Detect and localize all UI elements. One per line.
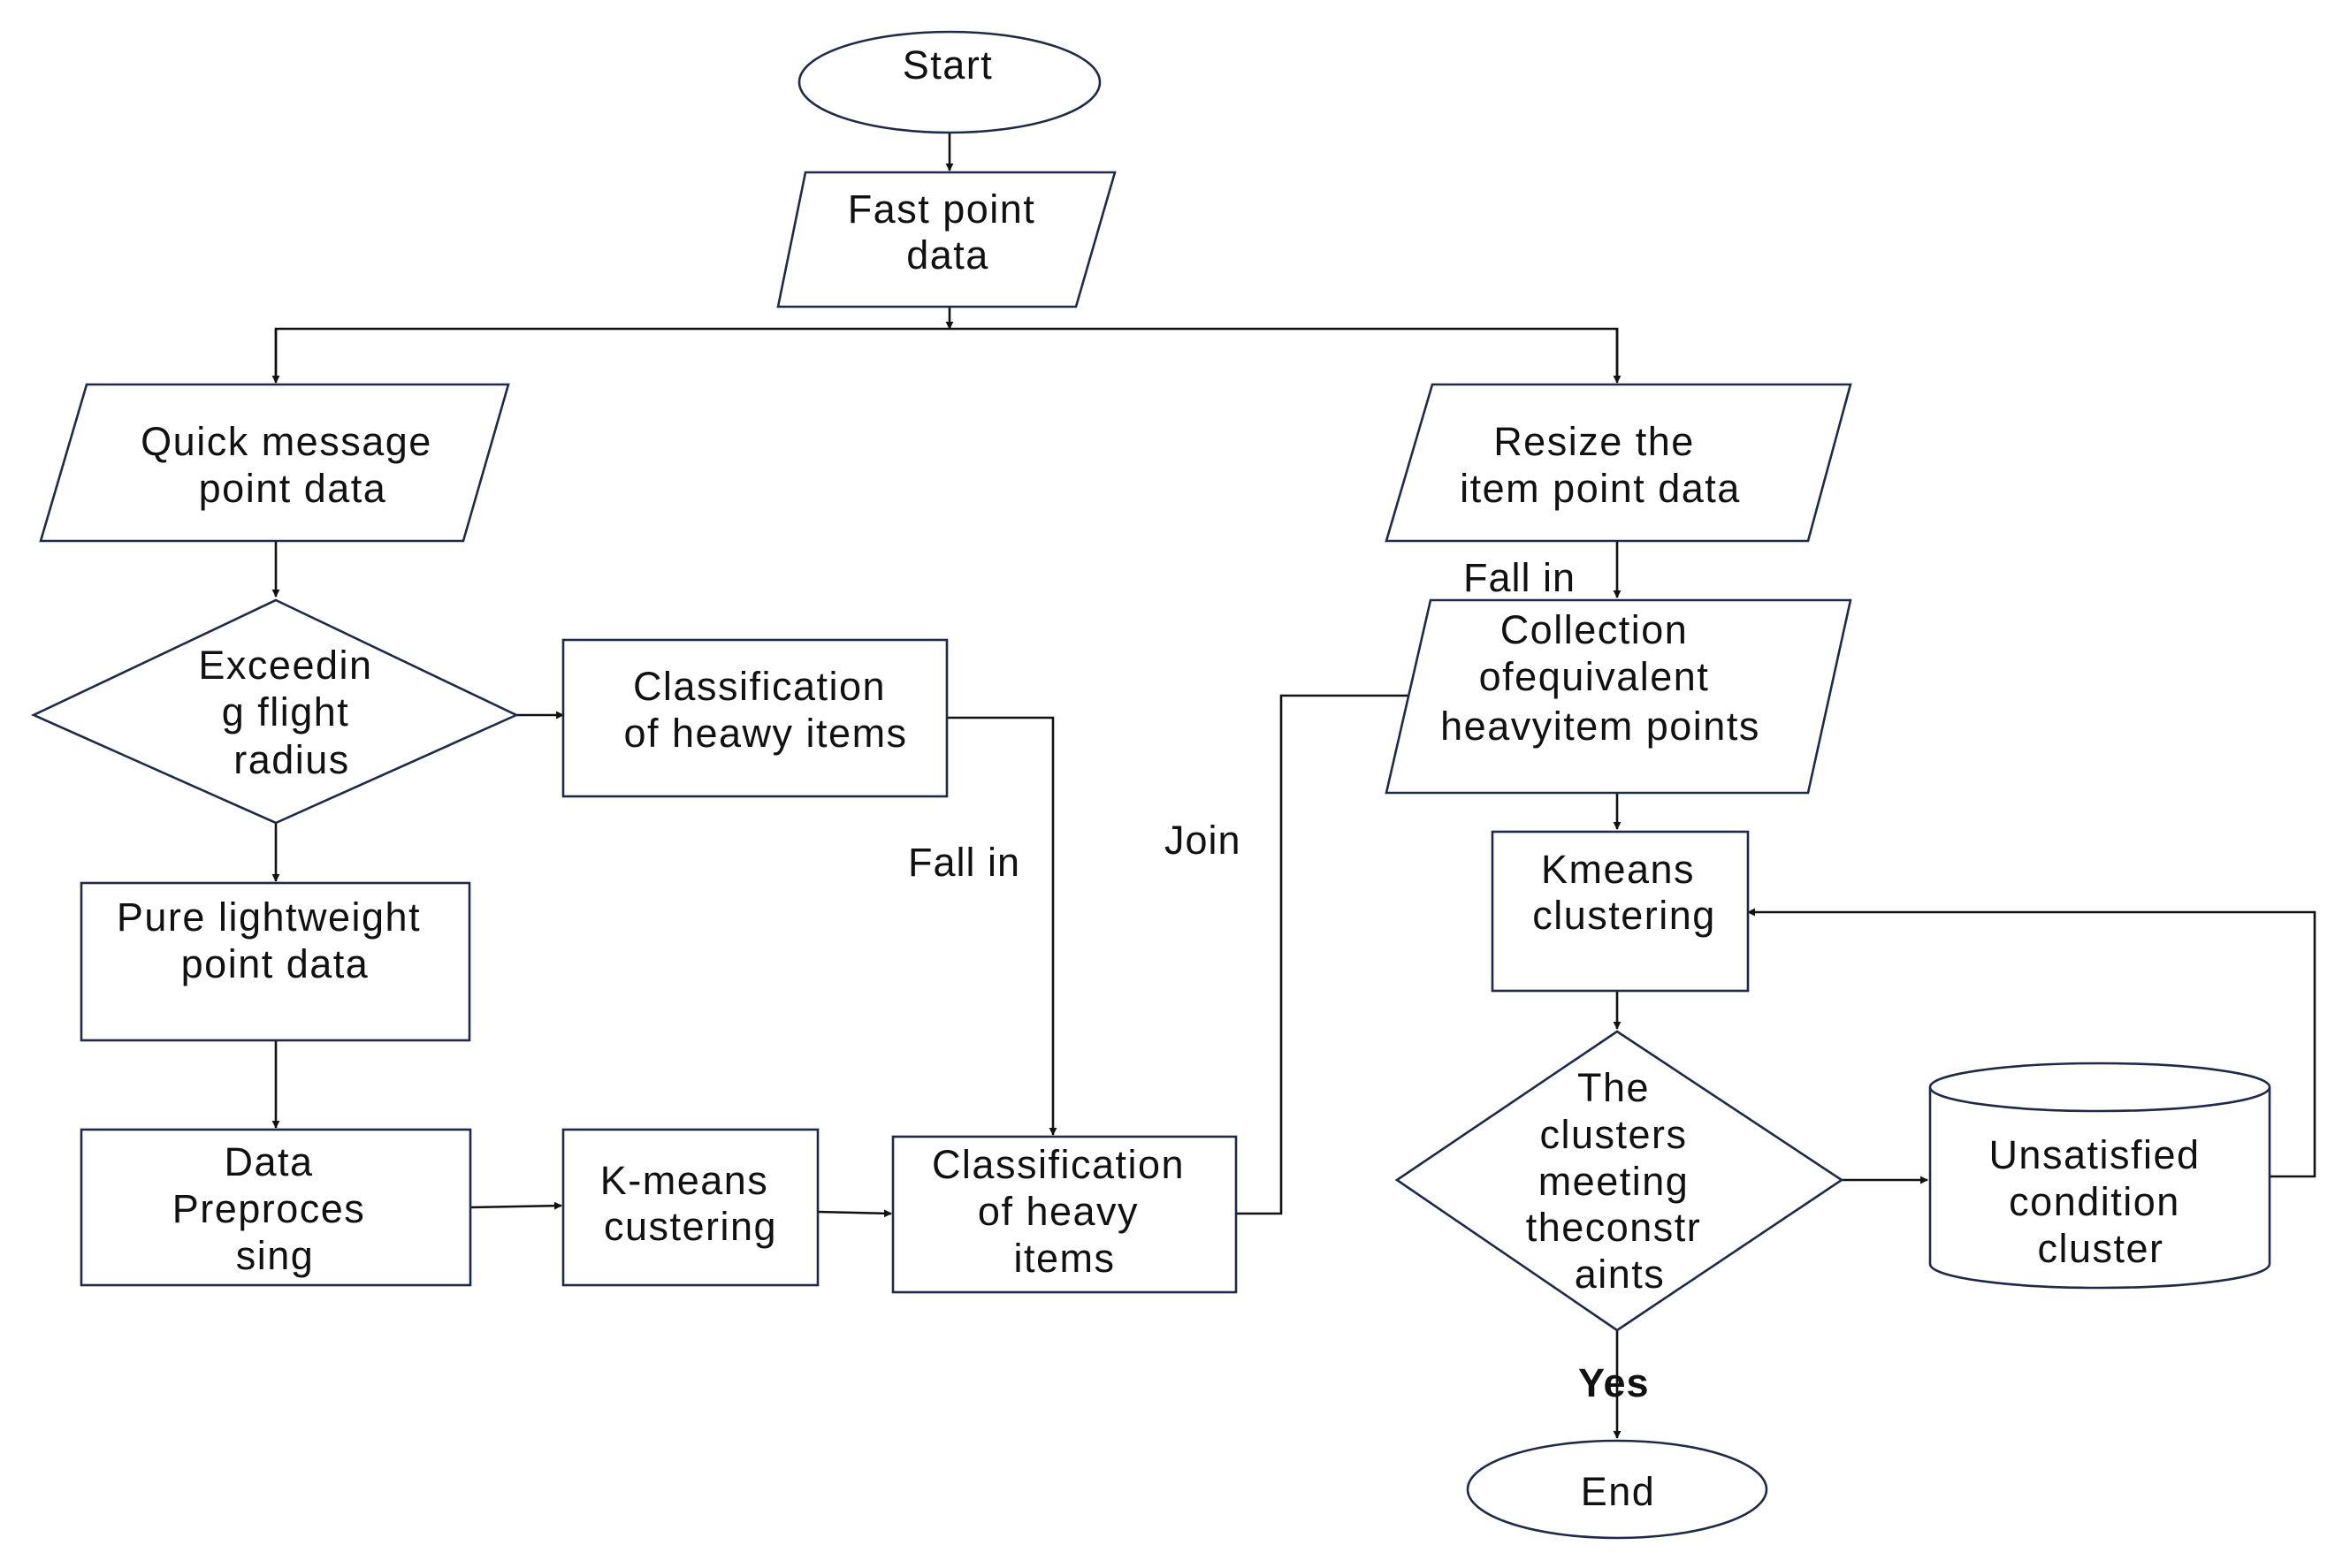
yes-label: Yes (1578, 1360, 1650, 1405)
exceeding-label: Exceedin g flight radius (198, 643, 385, 782)
pure-lightweight-box (80, 881, 471, 1042)
resize-item-label: Resize the item point data (1460, 419, 1741, 511)
edge-join-to-collection (1236, 691, 1417, 1215)
start-label: Start (903, 42, 994, 88)
edges (271, 133, 2316, 1439)
classification-heavy-bottom-box (891, 1135, 1238, 1294)
fall-in-right-label: Fall in (1463, 555, 1576, 600)
classification-heavy-top-box (561, 638, 949, 798)
edge-unsatisfied-loop-back (1747, 908, 2316, 1178)
clusters-meeting-label: The clusters meeting theconstr aints (1526, 1065, 1714, 1297)
quick-message-input (39, 383, 510, 543)
fall-in-left-label: Fall in (908, 840, 1020, 885)
collection-equivalent-input (1385, 598, 1852, 795)
kmeans-left-label: K-means custering (600, 1158, 782, 1249)
fast-point-data-input (776, 171, 1117, 308)
edge-split-bar (274, 327, 1619, 381)
edge-labels: Fall in Join Fall in Yes (908, 555, 1650, 1405)
exceeding-decision (30, 598, 520, 825)
clusters-meeting-decision (1394, 1030, 1844, 1332)
unsatisfied-cluster-store-top (1928, 1062, 2271, 1113)
resize-item-input (1385, 383, 1852, 543)
unsatisfied-label: Unsatisfied condition cluster (1988, 1132, 2212, 1271)
kmeans-right-label: Kmeans clustering (1532, 847, 1716, 938)
node-labels: Start Fast point data Quick message poin… (117, 42, 2212, 1514)
unsatisfied-cluster-store-body (1928, 1087, 2271, 1290)
pure-lightweight-label: Pure lightweight point data (117, 894, 433, 986)
edge-preprocessing-to-kmeans-left (469, 1201, 562, 1210)
collection-label: Collection ofequivalent heavyitem points (1440, 607, 1760, 749)
classification-bottom-label: Classification of heavy items (932, 1142, 1197, 1281)
data-preprocessing-box (80, 1128, 472, 1287)
classification-top-label: Classification of heawy items (623, 664, 907, 756)
k-means-custering-box (561, 1128, 820, 1287)
start-terminal (797, 30, 1102, 134)
shapes (30, 30, 2271, 1540)
edge-kmeans-left-to-classification-bottom (817, 1209, 892, 1218)
join-label: Join (1164, 818, 1241, 863)
fast-point-label: Fast point data (848, 186, 1049, 278)
edge-classification-top-to-bottom (947, 716, 1057, 1136)
end-terminal (1466, 1439, 1768, 1540)
end-label: End (1581, 1469, 1656, 1514)
quick-message-label: Quick message point data (141, 419, 445, 511)
data-preprocessing-label: Data Preproces sing (172, 1139, 378, 1278)
kmeans-clustering-box (1491, 830, 1750, 993)
